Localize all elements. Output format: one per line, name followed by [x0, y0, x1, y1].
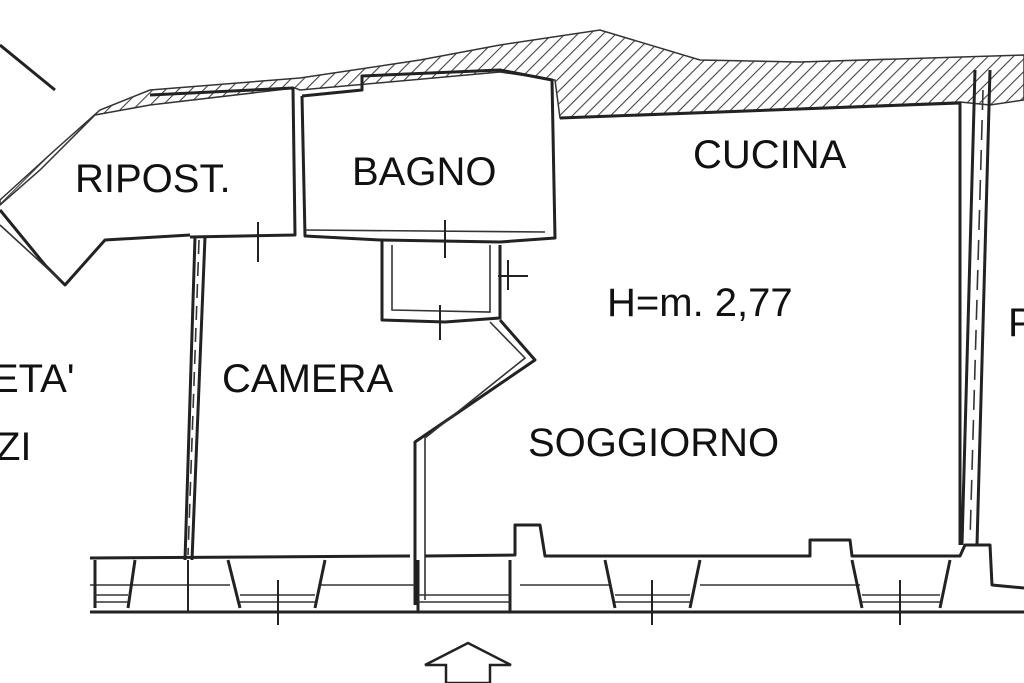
hatched-exterior-band — [0, 29, 1024, 206]
room-label-camera: CAMERA — [222, 357, 393, 401]
room-label-bagno: BAGNO — [352, 150, 496, 194]
disimpegno-walls — [380, 240, 502, 324]
room-label-cucina: CUCINA — [693, 133, 847, 177]
bagno-walls — [300, 68, 557, 244]
window-4 — [850, 559, 952, 625]
cut-label-left-bottom: ZI — [0, 425, 32, 469]
entrance-door — [416, 560, 512, 612]
cucina-top-wall — [559, 101, 962, 545]
entrance-arrow-icon — [424, 641, 512, 683]
right-partition-wall — [960, 69, 992, 546]
window-3 — [603, 559, 702, 625]
soggiorno-diagonal-wall — [413, 319, 537, 605]
disimpegno-inner — [391, 245, 491, 313]
ceiling-height-note: H=m. 2,77 — [607, 281, 793, 325]
room-label-ripostiglio: RIPOST. — [75, 157, 231, 201]
window-1 — [93, 559, 137, 609]
right-partition-dash — [969, 89, 984, 541]
soggiorno-diagonal-inner — [424, 321, 527, 600]
bottom-facade-wall — [89, 523, 1024, 590]
ripostiglio-inner-diagonal — [0, 224, 61, 281]
window-2 — [226, 559, 327, 625]
room-label-soggiorno: SOGGIORNO — [528, 421, 779, 465]
bagno-inner-line — [304, 229, 546, 233]
ripostiglio-diagonal-wall — [0, 43, 191, 287]
camera-left-dash — [187, 239, 200, 556]
camera-left-wall — [183, 236, 207, 561]
cut-label-right: P — [1008, 301, 1024, 345]
ripostiglio-walls — [149, 86, 297, 239]
cut-label-left-top: ETA' — [0, 357, 74, 401]
